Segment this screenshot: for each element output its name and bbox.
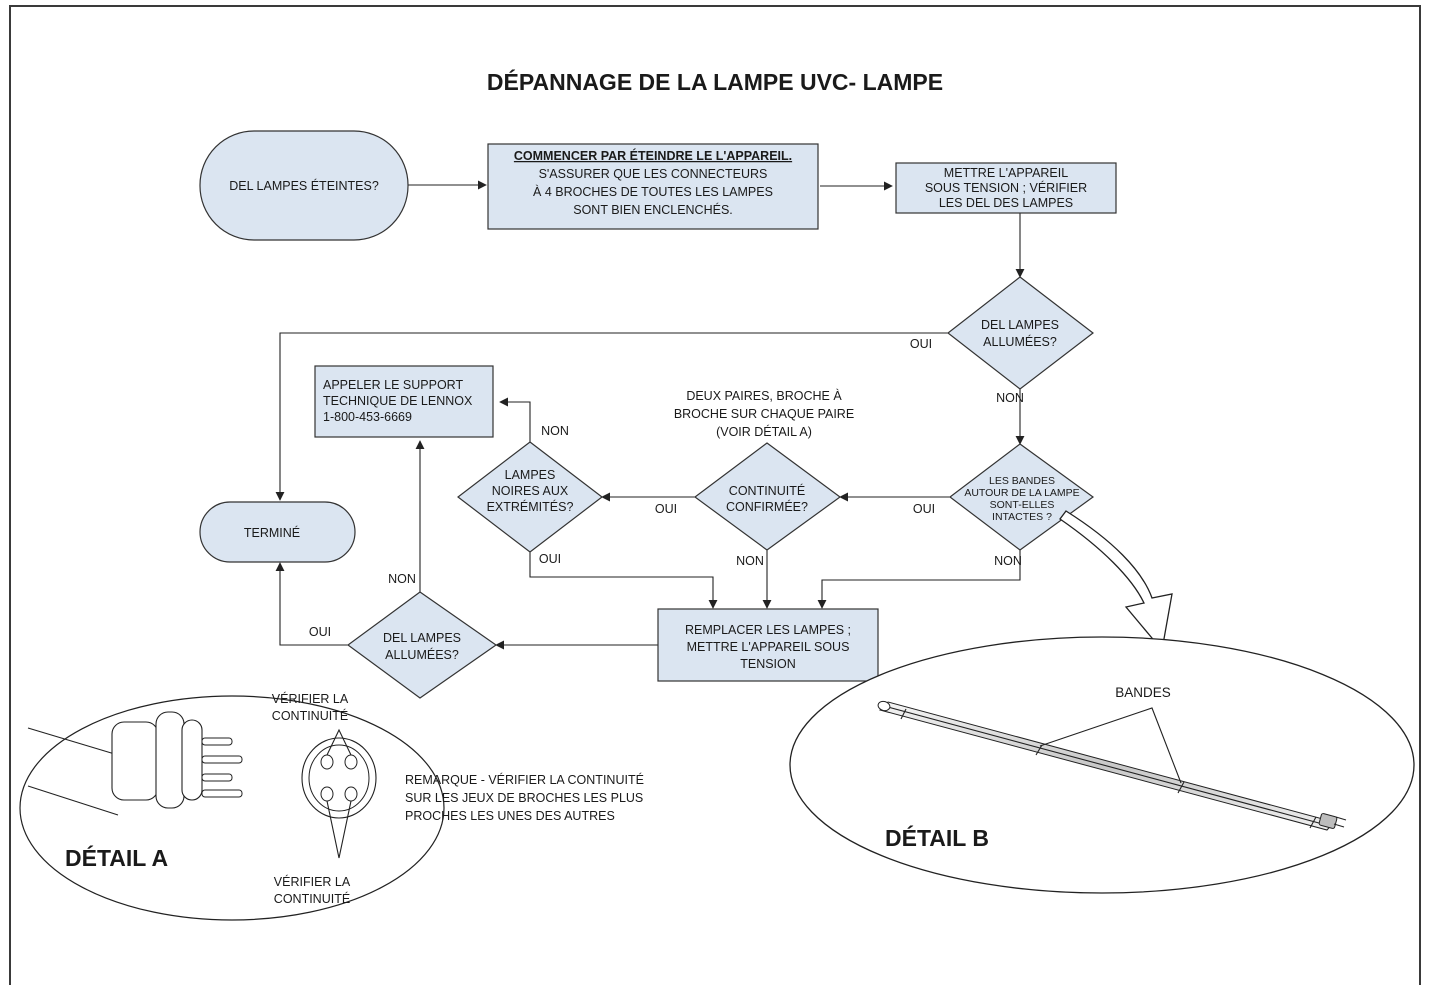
- arrow-black-yes-to-replace: [529, 552, 718, 609]
- step-power-off-heading: COMMENCER PAR ÉTEINDRE LE L'APPAREIL.: [514, 148, 792, 163]
- detail-a-check-bottom: VÉRIFIER LA: [274, 874, 351, 889]
- decision-continuity: CONTINUITÉ CONFIRMÉE?: [693, 442, 842, 551]
- step-power-off-line: S'ASSURER QUE LES CONNECTEURS: [539, 167, 768, 181]
- support-line: TECHNIQUE DE LENNOX: [323, 394, 473, 408]
- step-power-off-line: À 4 BROCHES DE TOUTES LES LAMPES: [533, 184, 773, 199]
- step-power-on-line: SOUS TENSION ; VÉRIFIER: [925, 180, 1087, 195]
- callout-arrow: [1059, 510, 1173, 652]
- decision-leds-on-1-line: DEL LAMPES: [981, 318, 1059, 332]
- detail-a-ellipse: [19, 695, 445, 921]
- detail-a-label: DÉTAIL A: [65, 844, 168, 871]
- decision-bands-line: LES BANDES: [989, 475, 1055, 487]
- step-power-on-line: METTRE L'APPAREIL: [944, 166, 1068, 180]
- replace-line: TENSION: [740, 657, 796, 671]
- edge-label-d2-yes: OUI: [309, 625, 331, 639]
- decision-bands-line: SONT-ELLES: [990, 499, 1055, 511]
- edge-label-d1-no: NON: [996, 391, 1024, 405]
- decision-black-line: EXTRÉMITÉS?: [487, 499, 574, 514]
- replace-line: METTRE L'APPAREIL SOUS: [687, 640, 850, 654]
- detail-a-remark: SUR LES JEUX DE BROCHES LES PLUS: [405, 791, 643, 805]
- edge-label-d1-yes: OUI: [910, 337, 932, 351]
- done-label: TERMINÉ: [244, 525, 300, 540]
- support-phone: 1-800-453-6669: [323, 410, 412, 424]
- detail-a-check-bottom: CONTINUITÉ: [274, 891, 350, 906]
- diagram-title: DÉPANNAGE DE LA LAMPE UVC- LAMPE: [487, 68, 943, 95]
- continuity-note-line: DEUX PAIRES, BROCHE À: [686, 388, 842, 403]
- decision-black-ends: LAMPES NOIRES AUX EXTRÉMITÉS?: [457, 441, 603, 553]
- detail-a-check-top: CONTINUITÉ: [272, 708, 348, 723]
- edge-label-black-no: NON: [541, 424, 569, 438]
- support-line: APPELER LE SUPPORT: [323, 378, 463, 392]
- edge-label-cont-no: NON: [736, 554, 764, 568]
- uvc-tube-illustration: [877, 700, 1347, 831]
- continuity-note-line: (VOIR DÉTAIL A): [716, 424, 812, 439]
- step-power-on-line: LES DEL DES LAMPES: [939, 196, 1073, 210]
- start-terminal: DEL LAMPES ÉTEINTES?: [199, 130, 409, 241]
- connectors: [275, 180, 1025, 650]
- decision-leds-on-1: DEL LAMPES ALLUMÉES?: [947, 276, 1094, 390]
- decision-black-line: NOIRES AUX: [492, 484, 569, 498]
- decision-continuity-line: CONTINUITÉ: [729, 483, 805, 498]
- step-power-on-box: METTRE L'APPAREIL SOUS TENSION ; VÉRIFIE…: [895, 162, 1117, 214]
- replace-lamps-box: REMPLACER LES LAMPES ; METTRE L'APPAREIL…: [657, 608, 879, 682]
- edge-label-cont-yes: OUI: [655, 502, 677, 516]
- detail-b: BANDES DÉTAIL B: [789, 510, 1415, 894]
- page-frame: [9, 5, 1421, 990]
- continuity-note-line: BROCHE SUR CHAQUE PAIRE: [674, 407, 854, 421]
- decision-continuity-line: CONFIRMÉE?: [726, 499, 808, 514]
- arrow-black-no-to-support: [499, 397, 531, 442]
- support-box: APPELER LE SUPPORT TECHNIQUE DE LENNOX 1…: [314, 365, 494, 438]
- decision-leds-on-2-line: ALLUMÉES?: [385, 647, 459, 662]
- decision-bands-line: INTACTES ?: [992, 511, 1052, 523]
- detail-a-remark: REMARQUE - VÉRIFIER LA CONTINUITÉ: [405, 772, 644, 787]
- replace-line: REMPLACER LES LAMPES ;: [685, 623, 851, 637]
- decision-bands-intact: LES BANDES AUTOUR DE LA LAMPE SONT-ELLES…: [949, 443, 1095, 551]
- arrow-bands-no-to-replace: [817, 550, 1021, 609]
- detail-a: VÉRIFIER LA CONTINUITÉ VÉRIFIER LA CONTI…: [19, 691, 644, 921]
- detail-b-label: DÉTAIL B: [885, 824, 989, 851]
- edge-label-black-yes: OUI: [539, 552, 561, 566]
- decision-leds-on-1-line: ALLUMÉES?: [983, 334, 1057, 349]
- edge-label-bands-yes: OUI: [913, 502, 935, 516]
- detail-b-bands-label: BANDES: [1115, 685, 1171, 700]
- arrow-decision1-yes-to-done: [275, 332, 948, 501]
- detail-a-check-top: VÉRIFIER LA: [272, 691, 349, 706]
- lamp-connector-illustration: [27, 711, 243, 816]
- start-label: DEL LAMPES ÉTEINTES?: [229, 178, 379, 193]
- step-power-off-line: SONT BIEN ENCLENCHÉS.: [573, 202, 733, 217]
- detail-a-remark: PROCHES LES UNES DES AUTRES: [405, 809, 615, 823]
- decision-black-line: LAMPES: [505, 468, 556, 482]
- step-power-off-box: COMMENCER PAR ÉTEINDRE LE L'APPAREIL. S'…: [487, 143, 819, 230]
- decision-leds-on-2-line: DEL LAMPES: [383, 631, 461, 645]
- arrow-decision2-yes-to-done: [275, 562, 348, 646]
- decision-leds-on-2: DEL LAMPES ALLUMÉES?: [346, 591, 498, 699]
- bands-pointer: [1039, 707, 1182, 784]
- edge-label-bands-no: NON: [994, 554, 1022, 568]
- done-terminal: TERMINÉ: [199, 501, 356, 563]
- connector-face-illustration: [301, 728, 377, 859]
- decision-bands-line: AUTOUR DE LA LAMPE: [964, 487, 1079, 499]
- edge-label-d2-no: NON: [388, 572, 416, 586]
